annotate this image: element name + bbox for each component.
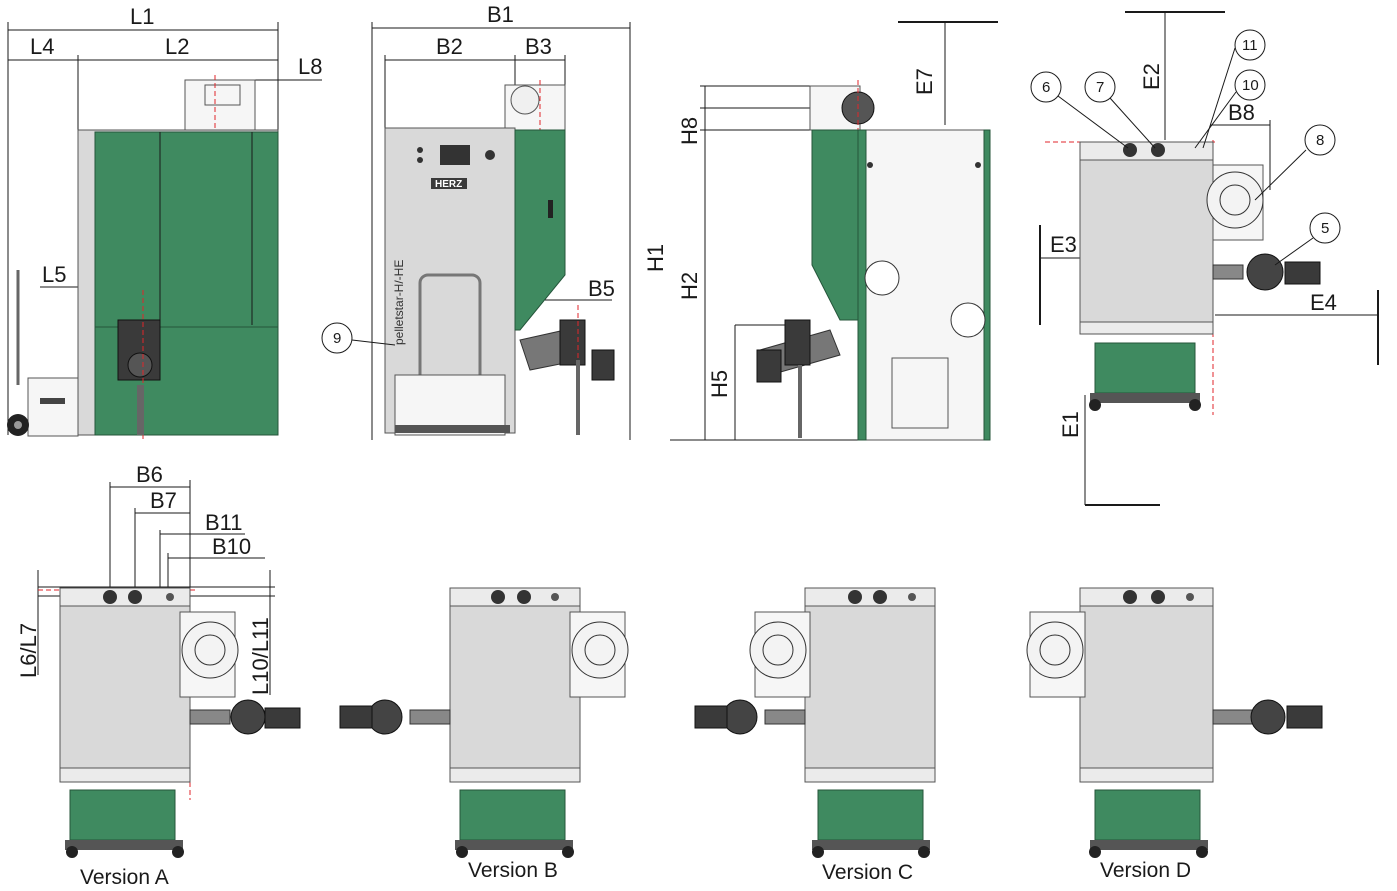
svg-text:8: 8 [1316,132,1324,149]
callout-10: 10 [1194,69,1266,149]
dim-L2: L2 [165,34,189,59]
dim-B5: B5 [588,276,615,301]
dim-L1: L1 [130,4,154,29]
version-c-top-view [694,587,936,858]
dim-E3: E3 [1050,232,1077,257]
callout-5: 5 [1274,212,1341,266]
dim-L4: L4 [30,34,54,59]
boiler-top-casing [1079,141,1214,323]
version-d-top-view [1026,587,1323,858]
dim-B1: B1 [487,2,514,27]
dim-L5: L5 [42,262,66,287]
version-a-top-view: B6 B7 B11 B10 L6/L7 L10/L11 [16,462,301,858]
caption-version-b: Version B [468,859,558,882]
dim-B2: B2 [436,34,463,59]
top-view-clearance: E2 E3 E4 E1 B8 [1039,11,1379,506]
dim-L10-L11: L10/L11 [248,617,273,695]
dim-B10: B10 [212,534,251,559]
front-view: B1 B2 B3 B5 HERZ pelletstar-H/-HE [371,2,631,440]
caption-version-d: Version D [1100,859,1191,882]
dim-H1: H1 [643,244,668,272]
svg-text:7: 7 [1096,79,1104,96]
dim-E2: E2 [1139,63,1164,90]
ash-container [27,377,79,437]
dim-B11: B11 [205,510,243,535]
dim-B6: B6 [136,462,163,487]
version-b-top-view [339,587,629,858]
dim-H8: H8 [677,117,702,145]
callout-8: 8 [1254,124,1336,201]
dim-L8: L8 [298,54,322,79]
pellet-hopper-side [811,129,859,321]
callout-7: 7 [1084,71,1156,149]
svg-text:5: 5 [1321,220,1329,237]
side-view-right: E7 H8 H1 H2 H5 [643,21,998,441]
dim-E4: E4 [1310,290,1337,315]
brand-logo: HERZ [435,179,462,190]
svg-text:10: 10 [1242,77,1259,94]
dim-L6-L7: L6/L7 [16,623,41,678]
caption-version-c: Version C [822,861,913,884]
svg-text:9: 9 [333,330,341,347]
svg-text:6: 6 [1042,79,1050,96]
callout-11: 11 [1202,29,1266,149]
dim-H5: H5 [707,370,732,398]
callout-9: 9 [321,322,396,354]
callout-6: 6 [1030,71,1129,149]
side-view-left: L1 L4 L2 L8 L5 [7,4,322,440]
flue-fan [1206,171,1264,229]
pellet-hopper [514,129,566,331]
model-label: pelletstar-H/-HE [392,260,406,345]
dim-B7: B7 [150,488,177,513]
dim-B3: B3 [525,34,552,59]
dim-B8: B8 [1228,100,1255,125]
svg-text:11: 11 [1242,37,1258,54]
dim-E1: E1 [1058,411,1083,438]
dim-H2: H2 [677,272,702,300]
caption-version-a: Version A [80,866,169,889]
dim-E7: E7 [912,68,937,95]
